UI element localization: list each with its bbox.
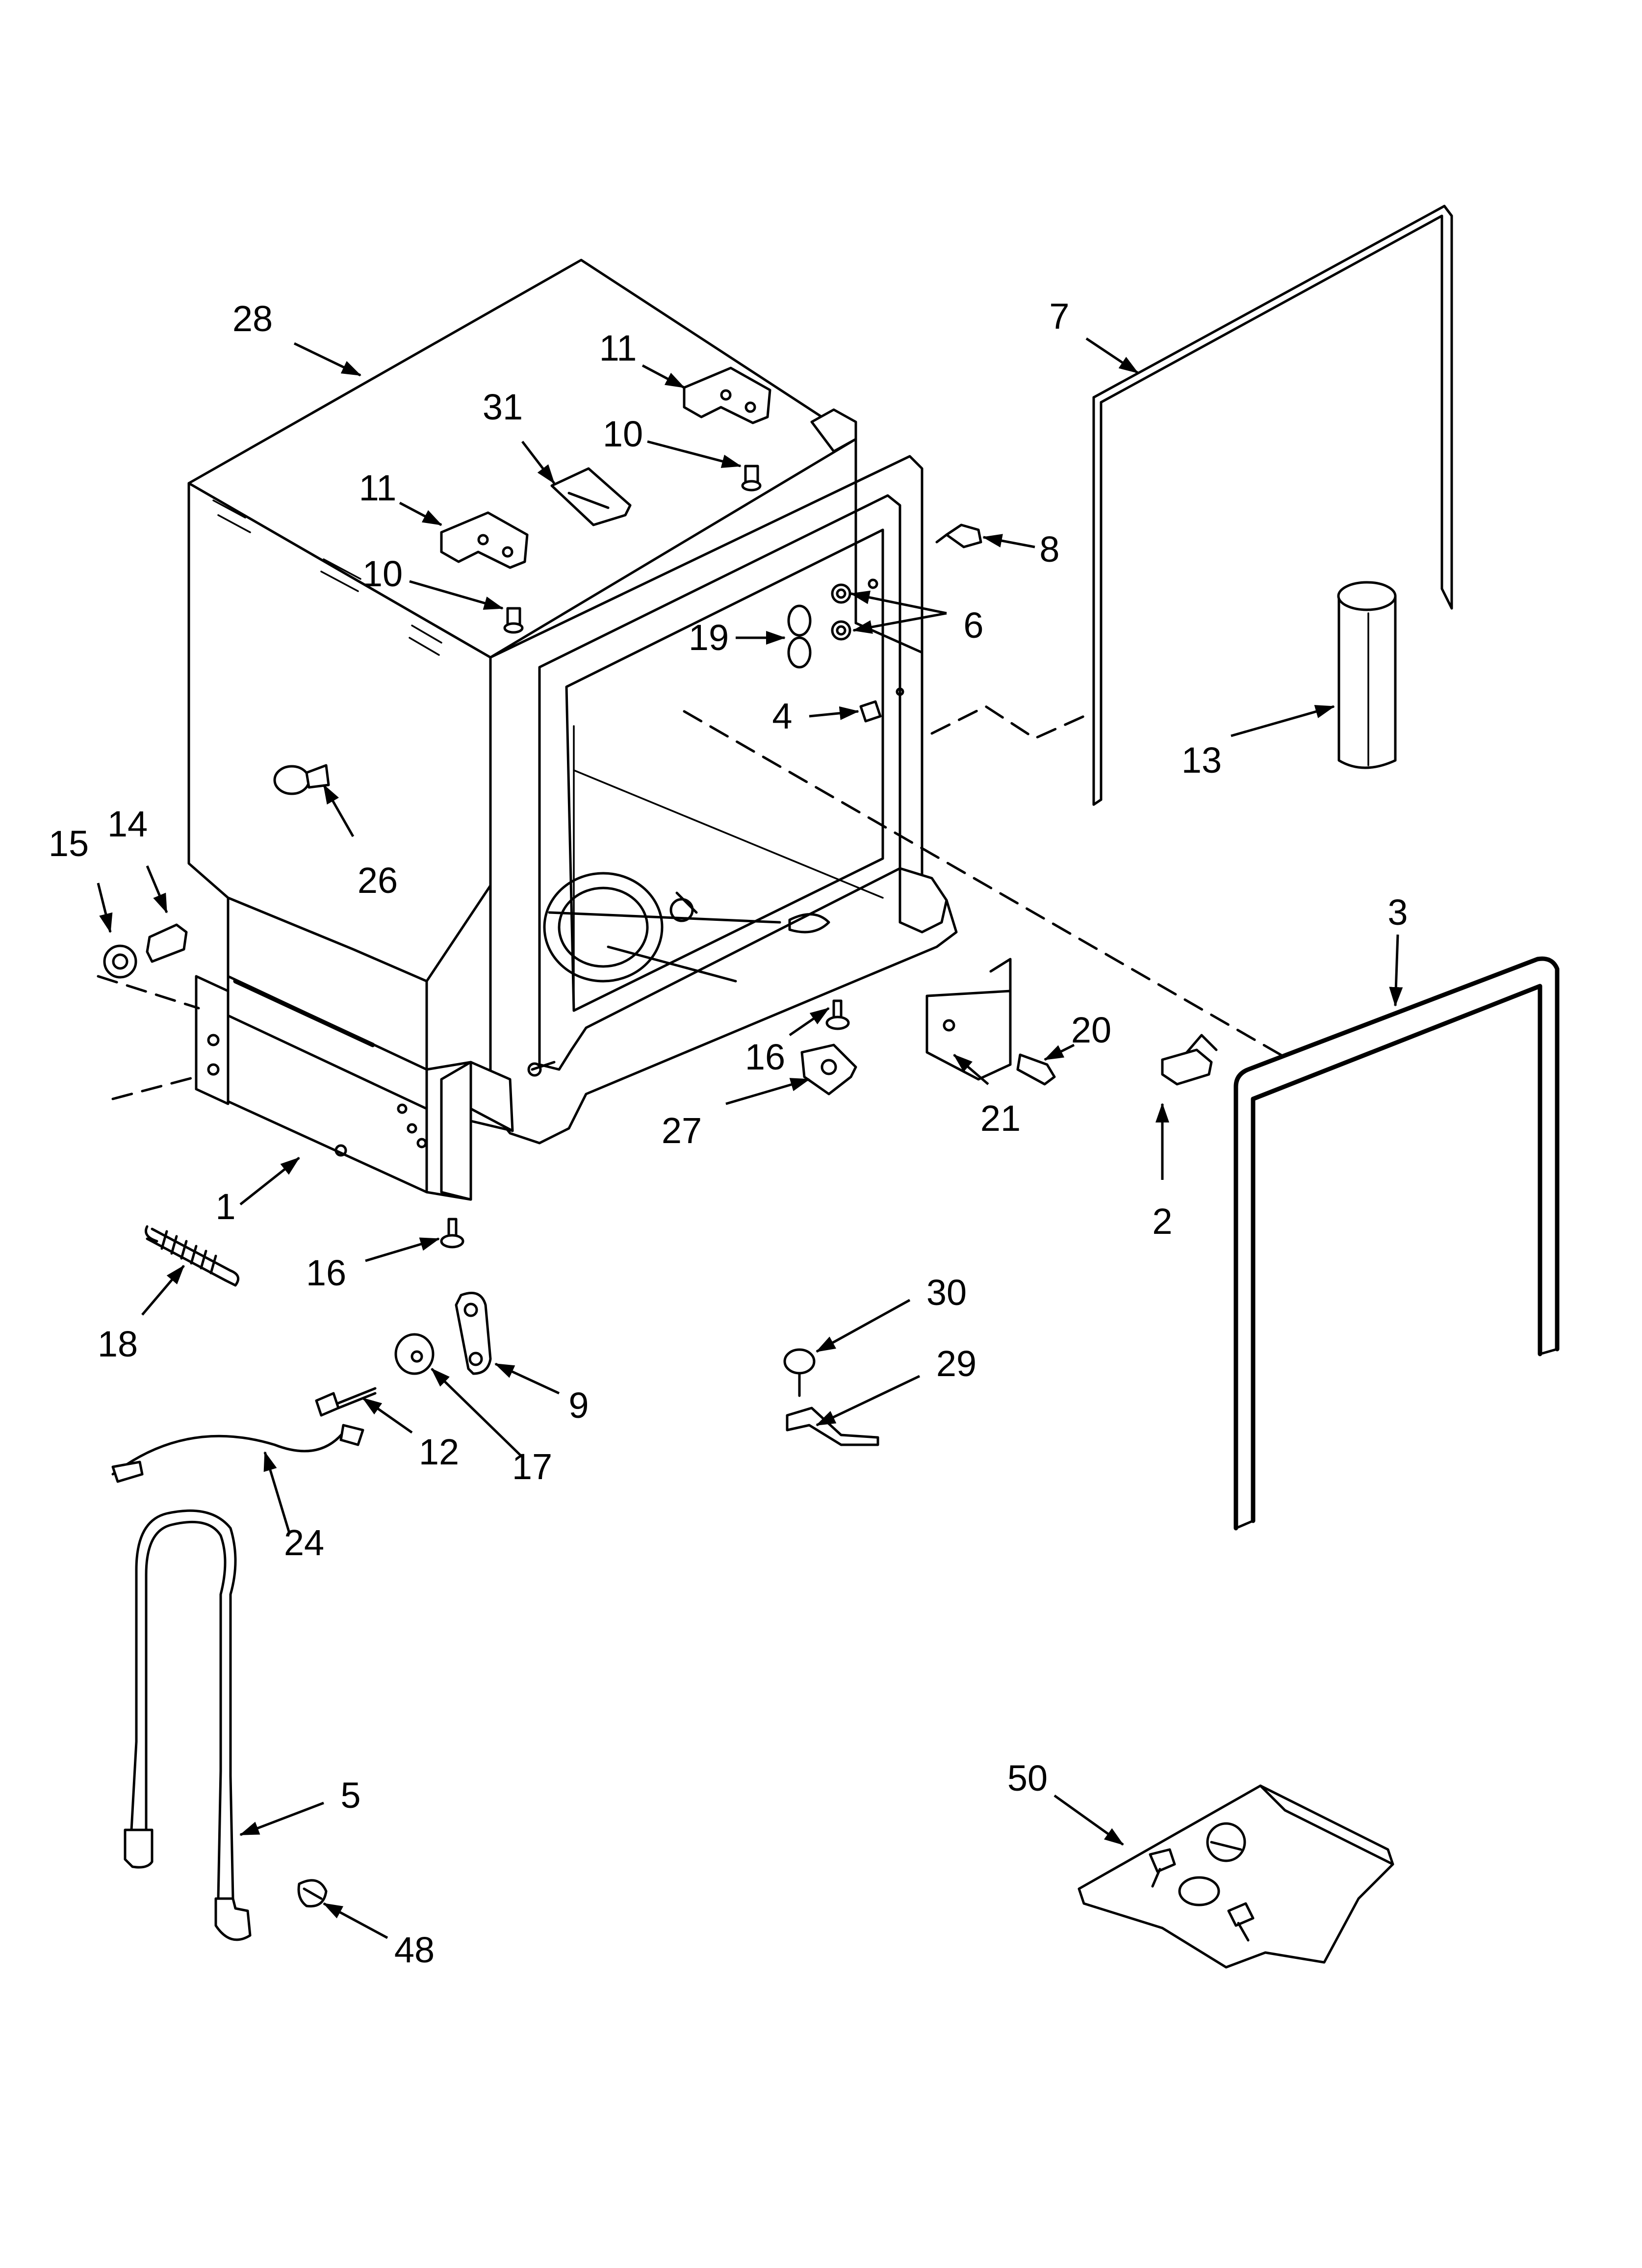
callout-15: 15 (48, 823, 89, 864)
callout-12: 12 (418, 1432, 460, 1472)
callout-6: 6 (963, 605, 984, 646)
leader-lines (97, 337, 1403, 1939)
callout-11-top: 11 (599, 328, 637, 368)
callout-7: 7 (1049, 296, 1070, 337)
vent-tube-part (1337, 581, 1397, 769)
callout-26: 26 (357, 860, 398, 901)
callout-13: 13 (1181, 740, 1222, 781)
callout-2: 2 (1152, 1201, 1173, 1242)
callout-18: 18 (97, 1324, 138, 1364)
callout-20: 20 (1071, 1010, 1112, 1050)
callout-3: 3 (1387, 892, 1408, 933)
tub-gasket-part (1233, 956, 1560, 1531)
callout-19: 19 (688, 617, 729, 658)
callout-10-left: 10 (362, 553, 403, 594)
callout-1: 1 (215, 1186, 236, 1227)
callout-8: 8 (1039, 529, 1060, 570)
callout-5: 5 (340, 1775, 361, 1816)
callout-21: 21 (980, 1098, 1021, 1139)
callout-4: 4 (772, 696, 793, 736)
callout-9: 9 (568, 1385, 589, 1426)
callout-11-left: 11 (359, 468, 397, 508)
callout-30: 30 (926, 1272, 967, 1313)
callout-14: 14 (107, 804, 148, 844)
door-gasket-part (1092, 205, 1453, 806)
callout-16-center: 16 (744, 1037, 786, 1077)
callout-17: 17 (512, 1446, 553, 1487)
small-parts (103, 366, 1394, 1969)
callout-24: 24 (283, 1522, 325, 1563)
callout-28: 28 (232, 298, 273, 339)
callout-50: 50 (1007, 1758, 1048, 1799)
callout-27: 27 (661, 1110, 702, 1151)
callout-16-lower: 16 (306, 1252, 347, 1293)
callout-10-top: 10 (602, 414, 643, 454)
callout-29: 29 (936, 1343, 977, 1384)
callout-31: 31 (482, 387, 523, 427)
tub-assembly (187, 259, 958, 1201)
reference-lines (97, 705, 1286, 1100)
callout-48: 48 (394, 1929, 435, 1970)
